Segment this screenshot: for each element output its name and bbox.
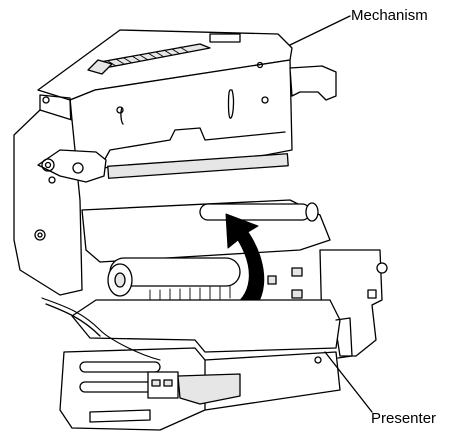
mechanism-unit bbox=[13, 29, 337, 296]
mechanism-label: Mechanism bbox=[351, 7, 428, 24]
presenter-leader-line bbox=[324, 351, 373, 413]
rotation-arrow bbox=[225, 213, 265, 319]
presenter-label: Presenter bbox=[371, 410, 437, 427]
presenter-unit bbox=[41, 297, 353, 431]
mechanism-leader-line bbox=[289, 15, 351, 46]
